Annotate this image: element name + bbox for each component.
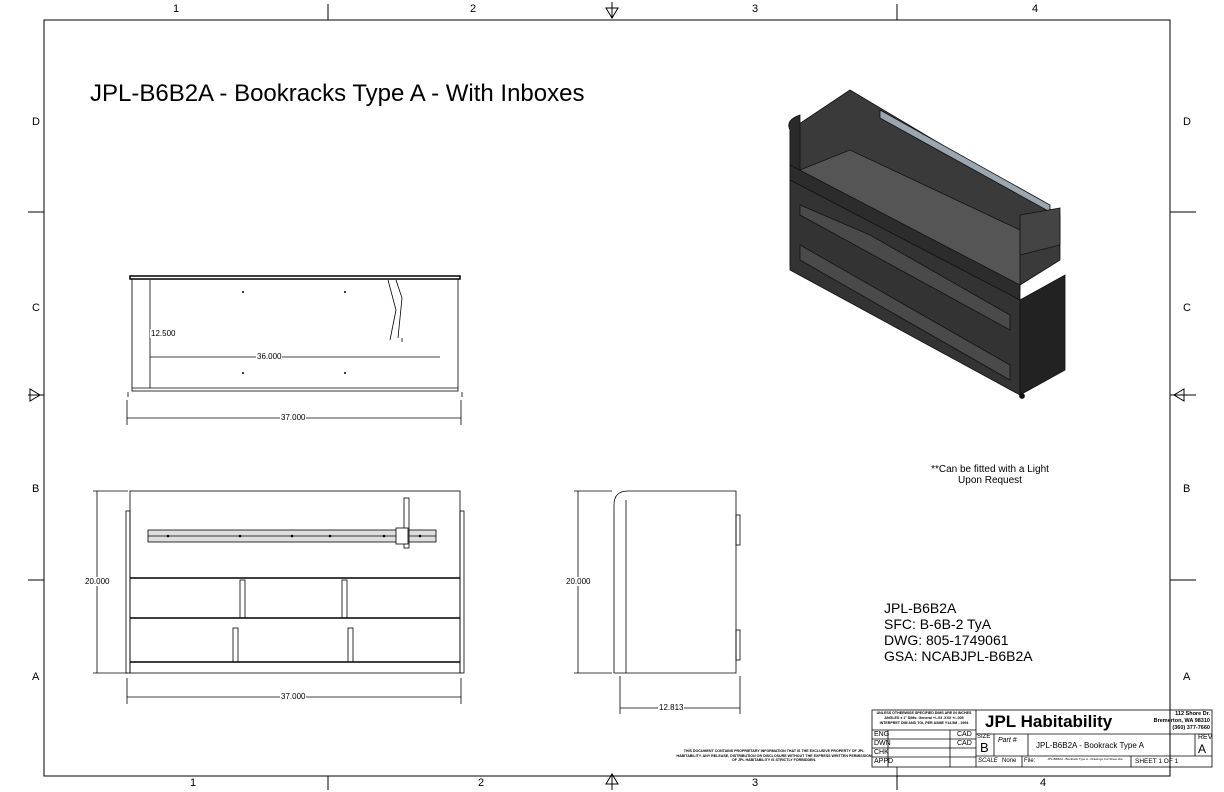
row-appd-label: APPD	[874, 758, 894, 765]
title-block-lines	[871, 709, 1213, 776]
sheet-number: SHEET 1 OF 1	[1135, 758, 1179, 765]
zone-col-2-top: 2	[470, 3, 477, 15]
zone-row-d-right: D	[1183, 116, 1191, 128]
zone-row-d-left: D	[32, 116, 40, 128]
address-line: Bremerton, WA 98310	[1153, 718, 1210, 724]
proprietary-notice: THIS DOCUMENT CONTAINS PROPRIETARY INFOR…	[676, 749, 872, 762]
file-name: JPL-B6B2A - Bookrack Type A - Drawings C…	[1047, 757, 1123, 761]
top-view	[126, 275, 463, 425]
zone-row-b-left: B	[32, 483, 40, 495]
dim-front-height: 20.000	[84, 577, 111, 586]
front-view	[93, 490, 465, 704]
zone-row-a-right: A	[1183, 671, 1191, 683]
spec-block: JPL-B6B2A SFC: B-6B-2 TyA DWG: 805-17490…	[884, 600, 1033, 664]
light-note: **Can be fitted with a Light Upon Reques…	[931, 464, 1049, 486]
address-line: 112 Shore Dr.	[1175, 711, 1210, 717]
spec-sfc: SFC: B-6B-2 TyA	[884, 616, 992, 632]
company-address: 112 Shore Dr. Bremerton, WA 98310 (360) …	[1130, 711, 1210, 732]
zone-col-4-bottom: 4	[1040, 777, 1047, 789]
row-dwn-value: CAD	[957, 740, 972, 747]
zone-col-3-bottom: 3	[752, 777, 759, 789]
size-value: B	[980, 740, 989, 755]
zone-col-1-top: 1	[173, 3, 180, 15]
scale-value: None	[1002, 758, 1017, 764]
part-number: JPL-B6B2A - Bookrack Type A	[1036, 741, 1144, 750]
center-arrow-bottom	[605, 773, 619, 790]
side-view	[574, 490, 741, 714]
dim-top-height: 12.500	[150, 329, 177, 338]
part-label: Part #	[998, 737, 1017, 744]
center-arrow-left	[28, 388, 44, 402]
zone-col-4-top: 4	[1032, 3, 1039, 15]
row-eng-label: ENG	[874, 731, 890, 738]
row-dwn-label: DWN	[874, 740, 891, 747]
rev-label: REV	[1198, 734, 1213, 741]
zone-col-2-bottom: 2	[478, 777, 485, 789]
dim-top-inner-width: 36.000	[256, 352, 283, 361]
scale-label: SCALE	[978, 758, 998, 764]
spec-gsa: GSA: NCABJPL-B6B2A	[884, 648, 1033, 664]
row-chk-label: CHK	[874, 749, 889, 756]
sheet-border	[43, 19, 1171, 777]
zone-row-b-right: B	[1183, 483, 1191, 495]
zone-col-3-top: 3	[752, 3, 759, 15]
rev-value: A	[1198, 742, 1207, 756]
zone-col-1-bottom: 1	[190, 777, 197, 789]
zone-row-c-left: C	[32, 302, 40, 314]
drawing-title: JPL-B6B2A - Bookracks Type A - With Inbo…	[90, 80, 585, 107]
zone-row-a-left: A	[32, 671, 40, 683]
center-arrow-top	[605, 2, 619, 19]
tolerance-note: UNLESS OTHERWISE SPECIFIED DIMS ARE IN I…	[876, 711, 972, 725]
dim-top-width: 37.000	[280, 413, 307, 422]
dim-side-height: 20.000	[565, 577, 592, 586]
zone-row-c-right: C	[1183, 302, 1191, 314]
company-name: JPL Habitability	[985, 712, 1113, 731]
spec-part: JPL-B6B2A	[884, 600, 957, 616]
spec-dwg: DWG: 805-1749061	[884, 632, 1009, 648]
dim-front-width: 37.000	[280, 692, 307, 701]
center-arrow-right	[1170, 388, 1196, 402]
size-label: SIZE	[977, 734, 991, 740]
address-line: (360) 377-7660	[1172, 725, 1210, 731]
file-label: File:	[1024, 758, 1036, 764]
dim-side-depth: 12.813	[658, 703, 685, 712]
row-eng-value: CAD	[957, 731, 972, 738]
isometric-view	[788, 89, 1066, 399]
